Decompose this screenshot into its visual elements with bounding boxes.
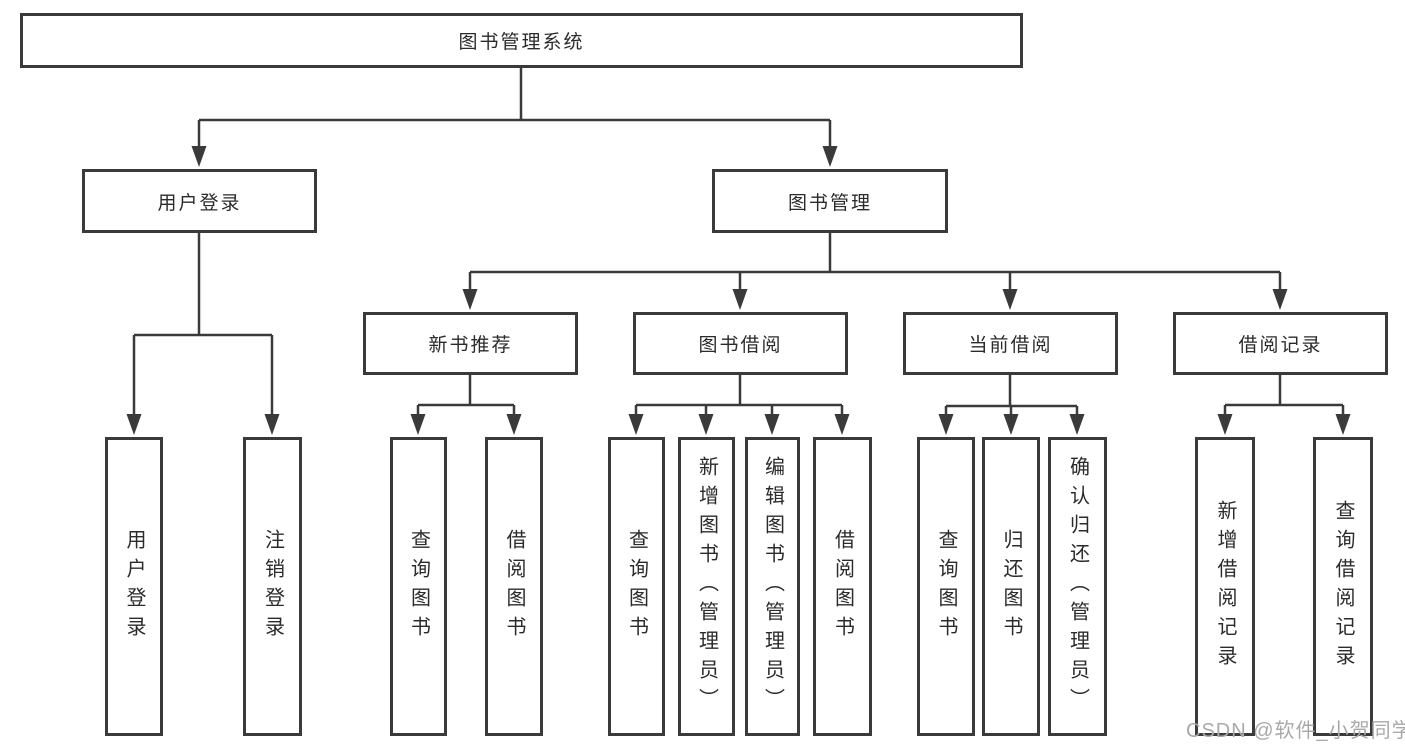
leaf-query-books-recommend: 查询图书: [390, 437, 447, 736]
connector-root: [191, 68, 838, 167]
leaf-add-books-admin-label: 新增图书（管理员）: [695, 456, 718, 717]
leaf-query-books-recommend-label: 查询图书: [407, 528, 430, 645]
leaf-add-borrow-record: 新增借阅记录: [1195, 437, 1255, 736]
leaf-logout-label: 注销登录: [261, 528, 284, 645]
leaf-borrow-books-borrowing: 借阅图书: [813, 437, 872, 736]
connector-management-branch: [462, 233, 1288, 310]
node-current-borrowing: 当前借阅: [903, 312, 1118, 375]
node-book-management: 图书管理: [712, 169, 948, 233]
connector-login-branch: [126, 233, 280, 435]
leaf-query-books-borrowing-label: 查询图书: [625, 528, 648, 645]
leaf-return-books-label: 归还图书: [1000, 528, 1022, 645]
leaf-borrow-books-recommend: 借阅图书: [485, 437, 543, 736]
csdn-watermark: CSDN @软件_小贺同学: [1186, 720, 1405, 742]
leaf-query-books-borrowing: 查询图书: [608, 437, 665, 736]
leaf-borrow-books-borrowing-label: 借阅图书: [831, 528, 854, 645]
leaf-query-borrow-record-label: 查询借阅记录: [1332, 499, 1354, 674]
leaf-query-borrow-record: 查询借阅记录: [1313, 437, 1373, 736]
leaf-return-books: 归还图书: [982, 437, 1040, 736]
connector-records-branch: [1217, 375, 1351, 435]
leaf-confirm-return-admin: 确认归还（管理员）: [1048, 437, 1107, 736]
node-new-book-recommend: 新书推荐: [363, 312, 578, 375]
leaf-confirm-return-admin-label: 确认归还（管理员）: [1066, 456, 1089, 717]
node-library-system-label: 图书管理系统: [458, 32, 585, 53]
node-borrow-records-label: 借阅记录: [1238, 335, 1323, 356]
leaf-add-borrow-record-label: 新增借阅记录: [1214, 499, 1236, 674]
node-current-borrowing-label: 当前借阅: [968, 335, 1053, 356]
leaf-query-books-current-label: 查询图书: [935, 528, 957, 645]
node-new-book-recommend-label: 新书推荐: [428, 335, 513, 356]
node-book-management-label: 图书管理: [787, 192, 872, 214]
node-library-system: 图书管理系统: [20, 13, 1023, 68]
node-user-login-label: 用户登录: [157, 192, 242, 214]
leaf-borrow-books-recommend-label: 借阅图书: [503, 528, 525, 645]
node-user-login: 用户登录: [82, 169, 317, 233]
node-book-borrowing: 图书借阅: [633, 312, 848, 375]
leaf-edit-books-admin-label: 编辑图书（管理员）: [761, 456, 784, 717]
connector-borrowing-branch: [628, 375, 850, 435]
leaf-query-books-current: 查询图书: [917, 437, 975, 736]
leaf-add-books-admin: 新增图书（管理员）: [678, 437, 735, 736]
connector-current-branch: [938, 375, 1085, 435]
connector-recommend-branch: [410, 375, 522, 435]
leaf-user-login: 用户登录: [105, 437, 163, 736]
leaf-user-login-label: 用户登录: [123, 528, 145, 645]
leaf-logout: 注销登录: [243, 437, 302, 736]
node-borrow-records: 借阅记录: [1173, 312, 1388, 375]
node-book-borrowing-label: 图书借阅: [698, 335, 783, 356]
leaf-edit-books-admin: 编辑图书（管理员）: [745, 437, 800, 736]
